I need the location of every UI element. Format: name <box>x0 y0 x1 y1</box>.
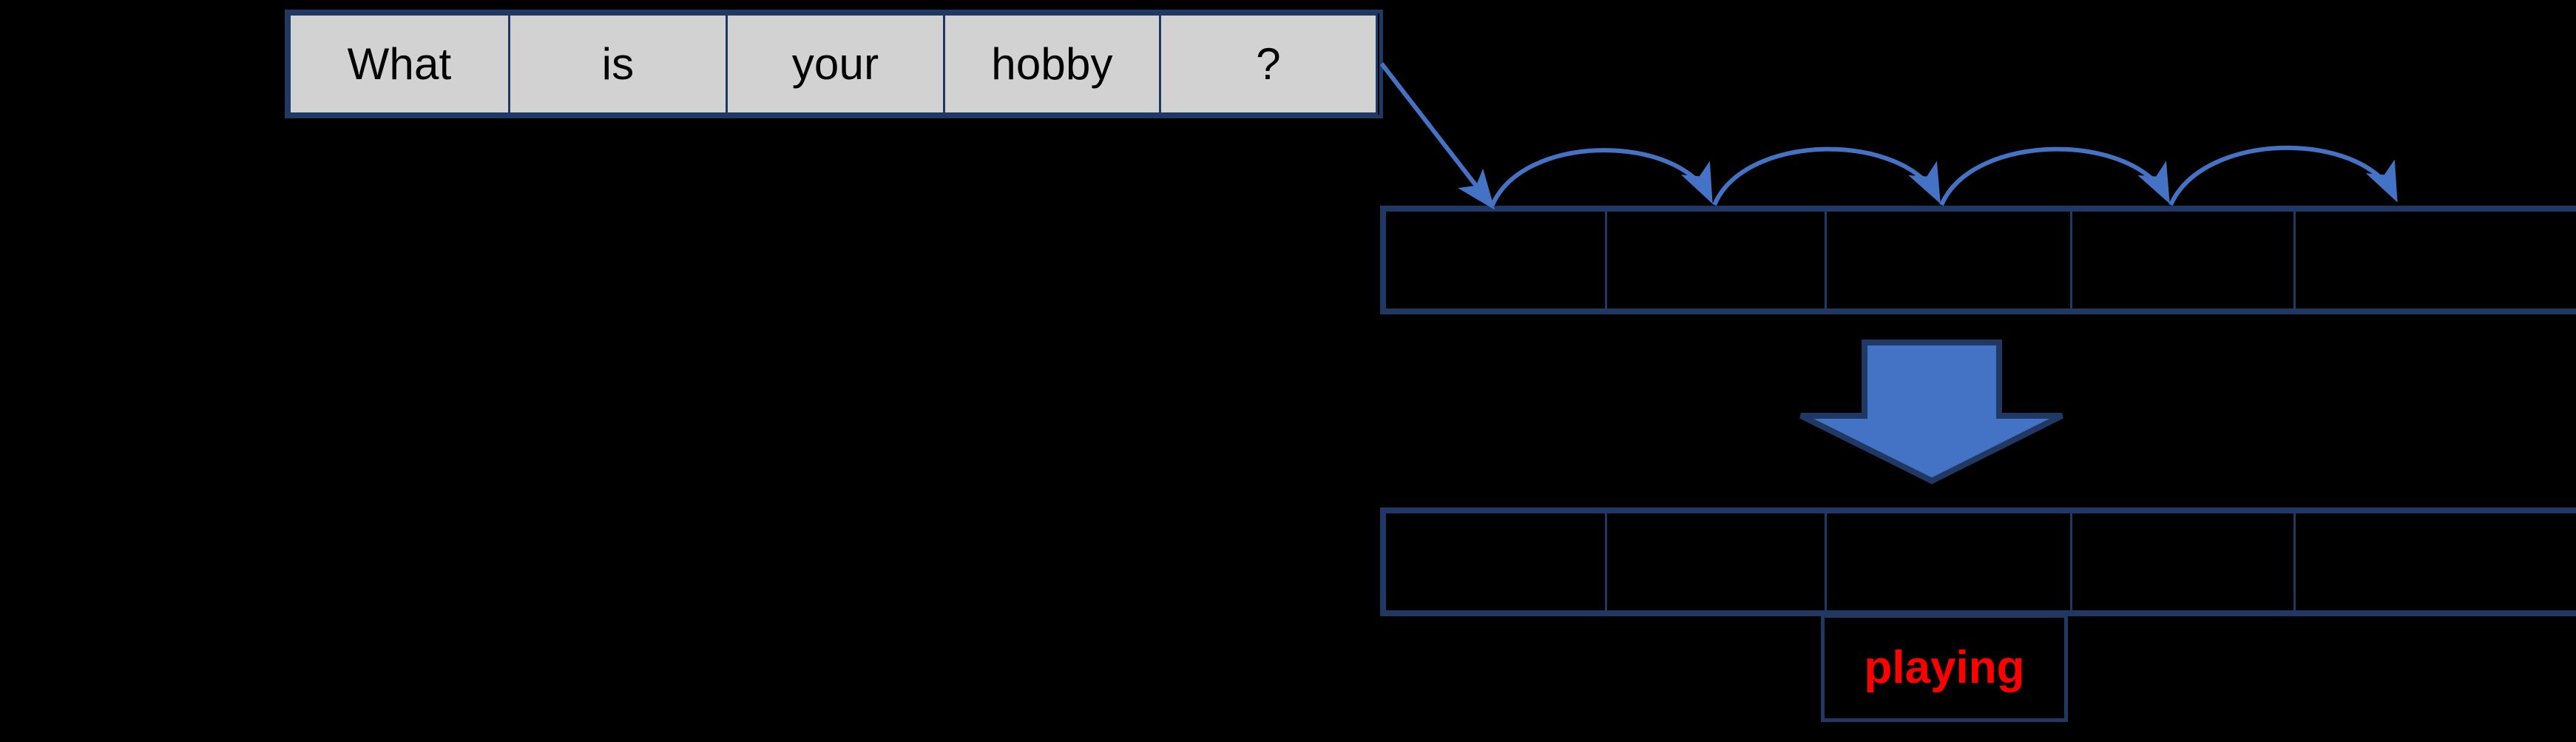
encoder-cell-4[interactable] <box>2293 209 2576 311</box>
input-cell-2[interactable]: your <box>726 13 945 115</box>
input-cell-0[interactable]: What <box>288 13 510 115</box>
input-cell-label: What <box>347 38 452 89</box>
input-cell-1[interactable]: is <box>508 13 728 115</box>
input-sentence-table: What is your hobby ? <box>285 10 1383 118</box>
encoder-cell-1[interactable] <box>1604 209 1827 311</box>
predicted-word-label: playing <box>1864 642 2025 693</box>
encoder-cell-0[interactable] <box>1384 209 1607 311</box>
encoder-cell-2[interactable] <box>1824 209 2073 311</box>
recurrent-step-arc-2 <box>1712 146 1941 206</box>
encoder-cell-3[interactable] <box>2070 209 2296 311</box>
input-cell-label: your <box>791 38 879 89</box>
recurrent-step-arc-1 <box>1490 148 1713 206</box>
predicted-word-cell[interactable]: playing <box>1821 614 2068 722</box>
encoder-to-decoder-block-arrow <box>1799 340 2063 485</box>
decoder-state-table <box>1380 507 2576 616</box>
recurrent-step-arc-3 <box>1939 146 2170 206</box>
recurrent-step-arc-4 <box>2168 145 2398 206</box>
decoder-cell-2[interactable] <box>1824 511 2073 613</box>
source-to-encoder-arrow <box>1379 62 1495 210</box>
decoder-cell-4[interactable] <box>2293 511 2576 613</box>
decoder-cell-1[interactable] <box>1604 511 1827 613</box>
input-cell-label: is <box>601 38 635 89</box>
decoder-cell-3[interactable] <box>2070 511 2296 613</box>
input-cell-4[interactable]: ? <box>1159 13 1378 115</box>
decoder-cell-0[interactable] <box>1384 511 1607 613</box>
input-cell-label: ? <box>1256 38 1281 89</box>
encoder-state-table <box>1380 206 2576 314</box>
input-cell-3[interactable]: hobby <box>943 13 1161 115</box>
input-cell-label: hobby <box>991 38 1113 89</box>
